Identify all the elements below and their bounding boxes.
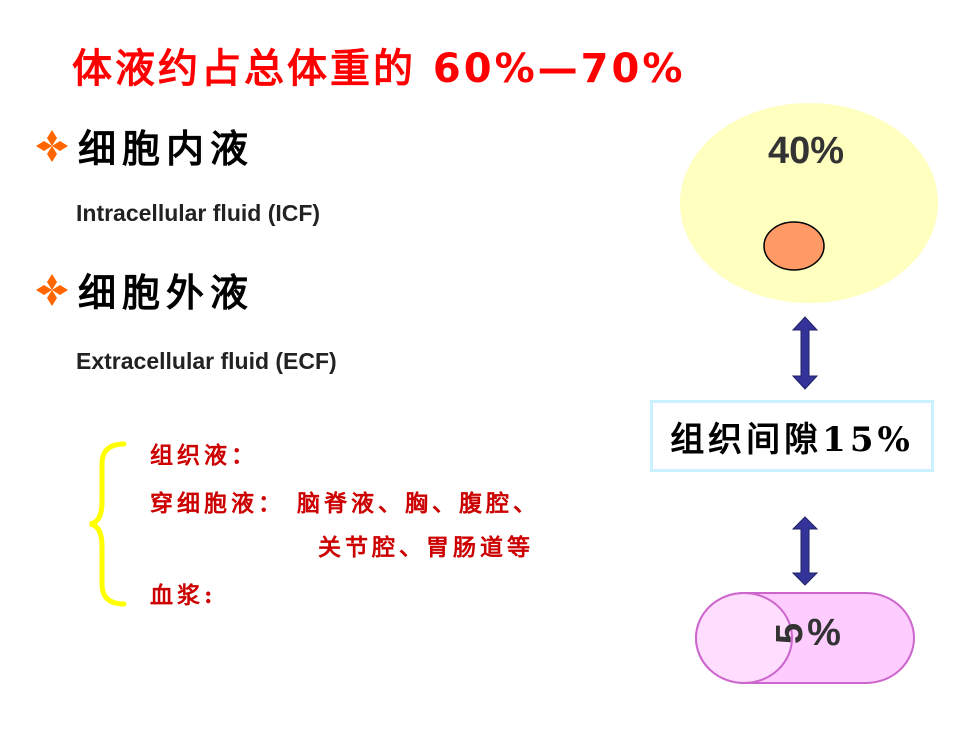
ecf-transcellular-fluid-cont: 关节腔、胃肠道等 xyxy=(318,534,534,561)
ecf-transcellular-fluid: 穿细胞液： 脑脊液、胸、腹腔、 xyxy=(150,490,541,517)
ecf-plasma: 血浆: xyxy=(150,582,217,609)
cell-nucleus xyxy=(763,221,825,271)
plasma-cylinder xyxy=(695,592,915,684)
slide-title: 体液约占总体重的 60%—70% xyxy=(72,46,686,92)
icf-percent: 40% xyxy=(768,130,845,172)
plasma-percent: 5% xyxy=(769,612,841,655)
bullet-icf-label: 细胞内液 xyxy=(78,126,255,171)
interstitial-box: 组织间隙15% xyxy=(650,400,934,472)
cell-diagram xyxy=(680,103,938,303)
bullet-ecf-label: 细胞外液 xyxy=(78,270,255,315)
diamond-bullet-icon xyxy=(36,129,68,162)
ecf-english-label: Extracellular fluid (ECF) xyxy=(76,348,337,374)
double-arrow-icon xyxy=(791,316,819,390)
interstitial-label: 组织间隙15% xyxy=(670,419,914,460)
plasma-percent-digit: 5 xyxy=(769,622,812,645)
bullet-icf: 细胞内液 xyxy=(32,118,254,173)
icf-english-label: Intracellular fluid (ICF) xyxy=(76,200,321,226)
diamond-bullet-icon xyxy=(36,273,68,306)
curly-brace-icon xyxy=(89,441,127,607)
double-arrow-icon xyxy=(791,516,819,586)
cell-outer-ellipse xyxy=(680,103,938,303)
ecf-tissue-fluid: 组织液： xyxy=(150,442,258,469)
plasma-percent-sign: % xyxy=(807,612,841,654)
bullet-ecf: 细胞外液 xyxy=(32,262,254,317)
